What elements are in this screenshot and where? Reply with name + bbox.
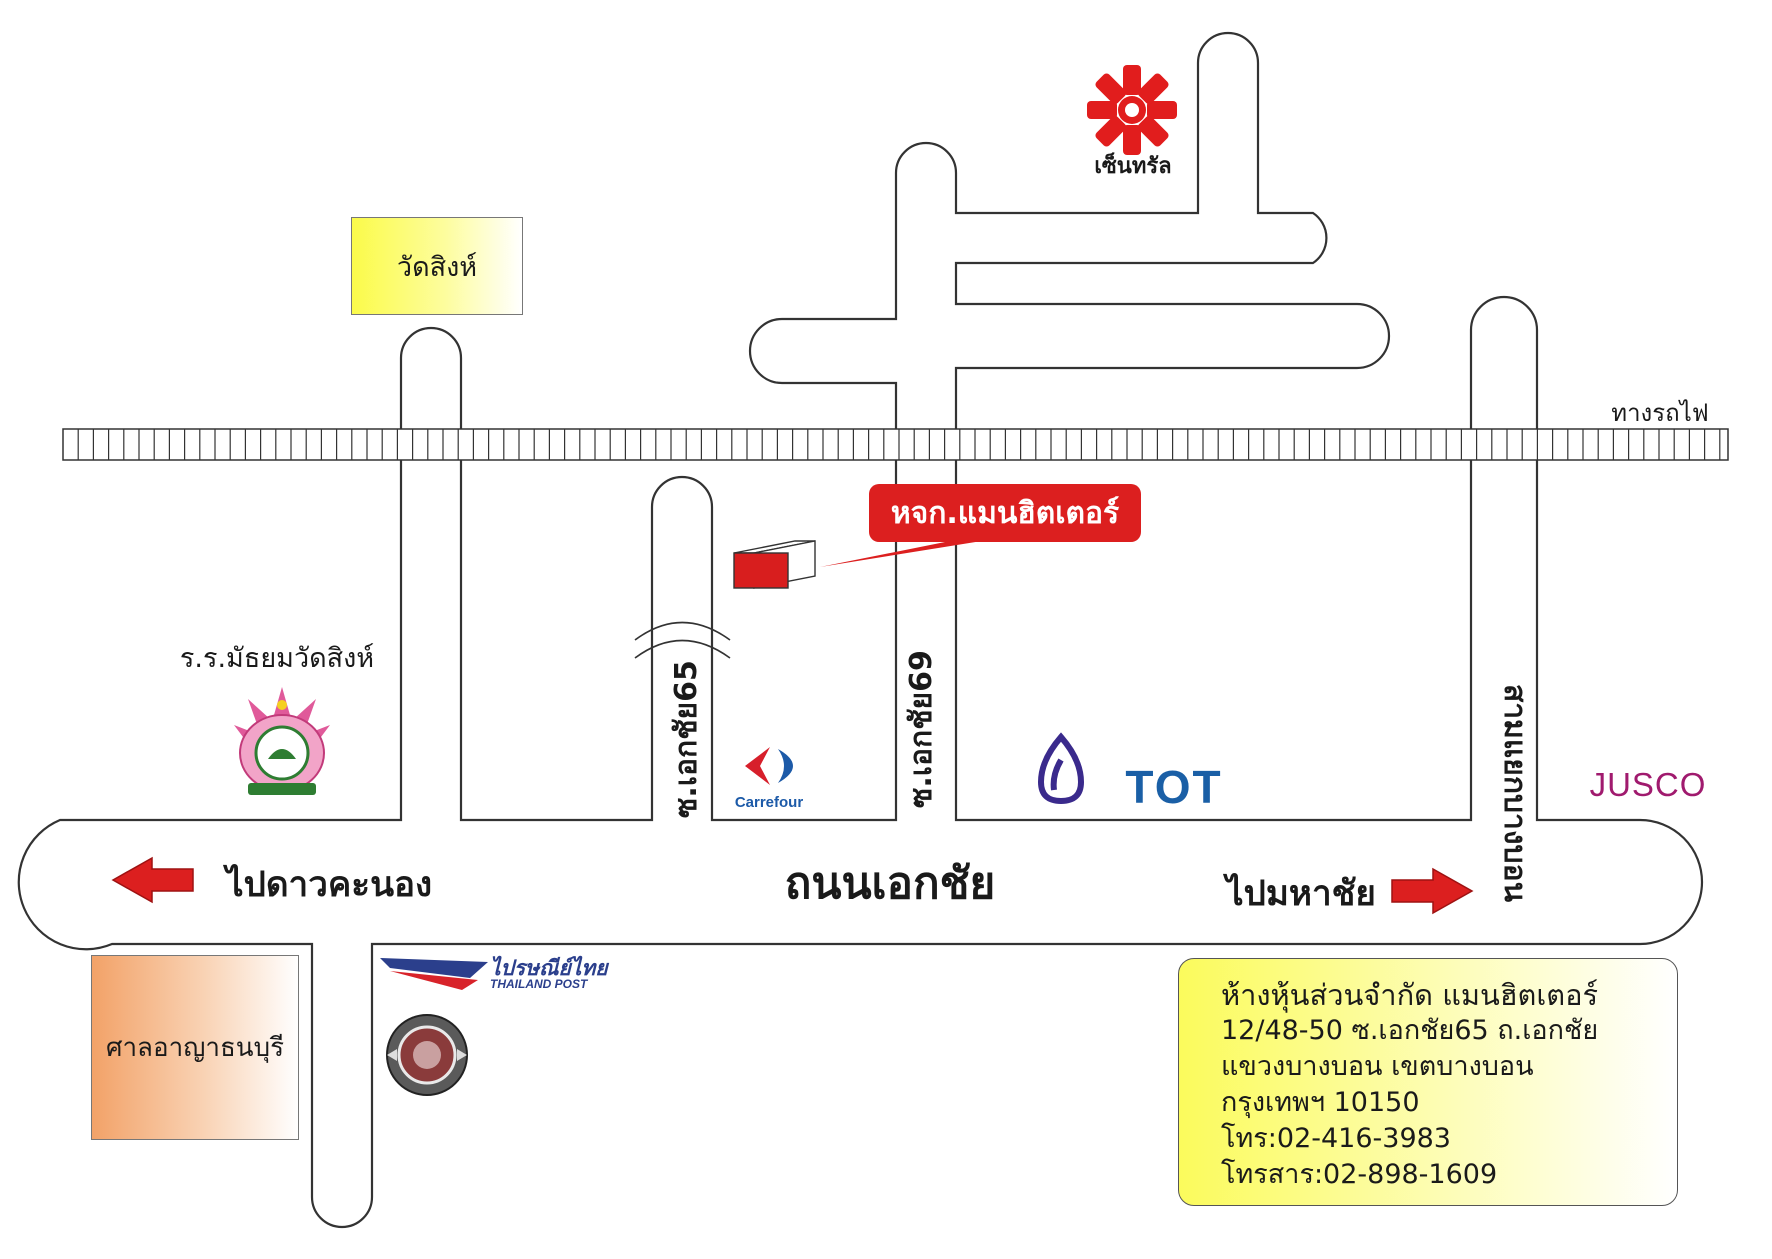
railway-track: ทางรถไฟ — [62, 399, 1729, 461]
road-network — [17, 31, 1704, 1229]
carrefour-label: Carrefour — [735, 794, 804, 811]
thailand-post-logo-icon — [380, 958, 488, 990]
bank-logo-icon — [1037, 732, 1085, 805]
company-name: ห้างหุ้นส่วนจำกัด แมนฮิตเตอร์ — [1221, 978, 1599, 1012]
to-dao-khanong-label: ไปดาวคะนอง — [222, 863, 432, 905]
to-mahachai-label: ไปมหาชัย — [1222, 872, 1376, 914]
company-address-line1: 12/48-50 ซ.เอกชัย65 ถ.เอกชัย — [1221, 1015, 1599, 1046]
school-label: ร.ร.มัธยมวัดสิงห์ — [180, 642, 374, 674]
thailand-post-en-label: THAILAND POST — [490, 977, 589, 991]
destination-label: หจก.แมนฮิตเตอร์ — [890, 495, 1120, 531]
school-emblem-icon — [234, 687, 330, 795]
jusco-logo: JUSCO — [1590, 766, 1707, 803]
soi65-label: ซ.เอกชัย65 — [669, 660, 704, 818]
bangbon-junction-label: สามแยกบางบอน — [1497, 684, 1532, 903]
soi69-label: ซ.เอกชัย69 — [904, 650, 939, 808]
company-address-line3: กรุงเทพฯ 10150 — [1221, 1087, 1420, 1118]
tot-logo: TOT — [1125, 761, 1222, 813]
central-label: เซ็นทรัล — [1094, 151, 1171, 179]
carrefour-logo-icon — [745, 747, 793, 785]
building-icon — [733, 540, 816, 589]
main-road-label: ถนนเอกชัย — [785, 858, 996, 909]
police-seal-icon — [386, 1014, 468, 1096]
railway-label: ทางรถไฟ — [1611, 399, 1709, 427]
arrow-left-icon — [111, 856, 194, 904]
bridge-marker — [634, 621, 731, 659]
wat-sing-box: วัดสิงห์ — [351, 217, 523, 315]
arrow-right-icon — [1391, 867, 1474, 915]
court-label: ศาลอาญาธนบุรี — [105, 1033, 285, 1063]
callout-pointer — [820, 540, 988, 567]
company-phone: โทร:02-416-3983 — [1221, 1123, 1451, 1154]
road-outline — [17, 31, 1704, 1229]
thailand-post-th-label: ไปรษณีย์ไทย — [490, 955, 609, 980]
company-fax: โทรสาร:02-898-1609 — [1221, 1159, 1498, 1190]
company-address-line2: แขวงบางบอน เขตบางบอน — [1221, 1051, 1534, 1082]
central-logo-icon — [1087, 65, 1177, 155]
wat-sing-label: วัดสิงห์ — [396, 251, 478, 283]
court-box: ศาลอาญาธนบุรี — [91, 955, 299, 1140]
destination-callout: หจก.แมนฮิตเตอร์ — [869, 484, 1141, 542]
company-info-box: ห้างหุ้นส่วนจำกัด แมนฮิตเตอร์ 12/48-50 ซ… — [1178, 958, 1678, 1206]
